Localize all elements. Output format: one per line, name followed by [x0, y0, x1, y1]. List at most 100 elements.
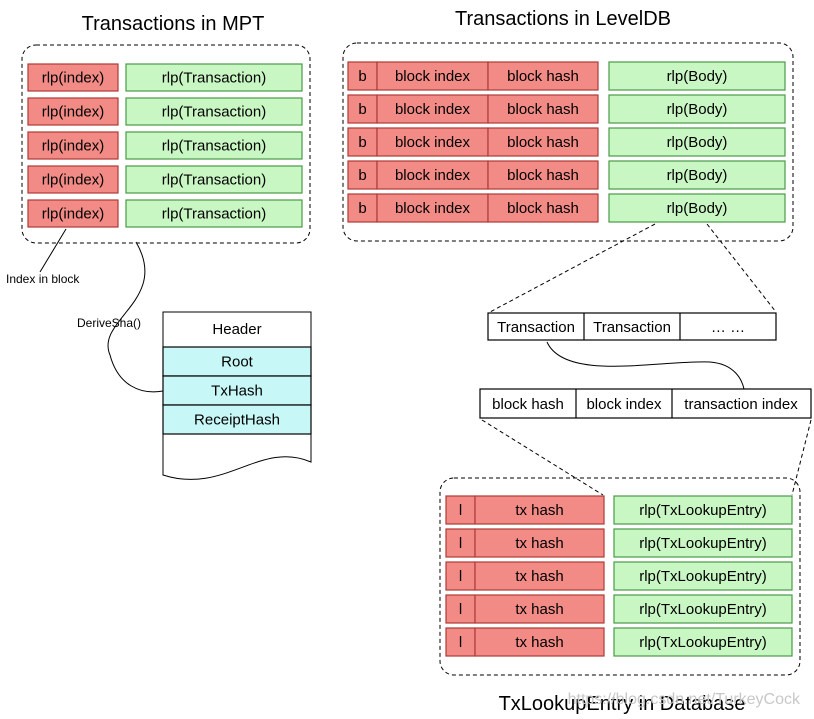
- lookup-prefix-cell-label: l: [459, 502, 462, 519]
- body-expand-right: [706, 223, 777, 313]
- leveldb-index-cell-box: [376, 127, 489, 157]
- lookup-group-border: [439, 477, 801, 676]
- lookup-hash-cell-label: tx hash: [515, 601, 563, 618]
- leveldb-rows: b block index block hash rlp(Body) b block in…: [347, 61, 786, 223]
- body-cell-transaction: Transaction: [593, 319, 671, 336]
- header-field-root-label: Root: [221, 354, 254, 371]
- leveldb-index-cell-box: [376, 94, 489, 124]
- mpt-value-cell-box: [125, 165, 303, 194]
- mpt-value-cell-label: rlp(Transaction): [162, 104, 266, 121]
- mpt-value-cell-label: rlp(Transaction): [162, 172, 266, 189]
- leveldb-index-cell-label: block index: [395, 167, 471, 184]
- lookup-value-cell-label: rlp(TxLookupEntry): [639, 535, 767, 552]
- lookup-hash-cell-label: tx hash: [515, 502, 563, 519]
- lookup-value-cell-box: [613, 594, 793, 624]
- leveldb-prefix-cell-label: b: [358, 68, 366, 85]
- mpt-key-cell-label: rlp(index): [42, 172, 105, 189]
- leveldb-hash-cell-box: [487, 127, 599, 157]
- mpt-value-cell-label: rlp(Transaction): [162, 206, 266, 223]
- leveldb-hash-cell-box: [487, 61, 599, 91]
- leveldb-value-cell-box: [608, 127, 786, 157]
- leveldb-hash-cell-label: block hash: [507, 200, 579, 217]
- lookup-value-cell-label: rlp(TxLookupEntry): [639, 568, 767, 585]
- lookup-hash-cell-label: tx hash: [515, 568, 563, 585]
- header-field-txhash-box: [162, 375, 312, 406]
- leveldb-title: Transactions in LevelDB: [455, 8, 671, 30]
- transaction-connector: [546, 341, 745, 390]
- lookup-value-cell-box: [613, 495, 793, 525]
- entry-cell-block-hash: block hash: [492, 396, 564, 413]
- entry-row: block hash block index transaction index: [479, 388, 812, 419]
- leveldb-hash-cell-box: [487, 94, 599, 124]
- leveldb-prefix-cell-box: [347, 127, 378, 157]
- leveldb-hash-cell-box: [487, 193, 599, 223]
- leveldb-prefix-cell-box: [347, 160, 378, 190]
- mpt-key-cell-label: rlp(index): [42, 206, 105, 223]
- lookup-hash-cell-box: [474, 528, 605, 558]
- lookup-prefix-cell-label: l: [459, 601, 462, 618]
- mpt-key-cell-box: [27, 63, 119, 92]
- leveldb-prefix-cell-label: b: [358, 101, 366, 118]
- mpt-key-cell-box: [27, 199, 119, 228]
- mpt-value-cell-box: [125, 63, 303, 92]
- entry-cell-transaction-index: transaction index: [684, 396, 798, 413]
- leveldb-value-cell-box: [608, 61, 786, 91]
- mpt-value-cell-box: [125, 97, 303, 126]
- lookup-hash-cell-label: tx hash: [515, 535, 563, 552]
- leveldb-index-cell-label: block index: [395, 101, 471, 118]
- index-note: Index in block: [6, 272, 80, 286]
- header-title: Header: [212, 321, 261, 338]
- lookup-value-cell-box: [613, 561, 793, 591]
- mpt-key-cell-box: [27, 165, 119, 194]
- leveldb-prefix-cell-label: b: [358, 167, 366, 184]
- leveldb-value-cell-box: [608, 193, 786, 223]
- leveldb-value-cell-label: rlp(Body): [667, 101, 728, 118]
- leveldb-index-cell-box: [376, 61, 489, 91]
- index-connector: [39, 228, 67, 273]
- watermark: https://blog.csdn.net/TurkeyCock: [568, 691, 801, 708]
- body-row-border: [487, 312, 777, 341]
- body-expand-left: [489, 223, 656, 313]
- lookup-value-cell-box: [613, 528, 793, 558]
- mpt-value-cell-label: rlp(Transaction): [162, 70, 266, 87]
- lookup-prefix-cell-label: l: [459, 634, 462, 651]
- lookup-prefix-cell-box: [445, 561, 476, 591]
- leveldb-value-cell-box: [608, 94, 786, 124]
- lookup-title: TxLookupEntry in Database: [499, 693, 746, 715]
- body-cell-transaction: Transaction: [497, 319, 575, 336]
- lookup-value-cell-label: rlp(TxLookupEntry): [639, 601, 767, 618]
- entry-row-border: [479, 388, 812, 419]
- mpt-value-cell-box: [125, 199, 303, 228]
- leveldb-index-cell-label: block index: [395, 200, 471, 217]
- leveldb-hash-cell-label: block hash: [507, 167, 579, 184]
- leveldb-hash-cell-label: block hash: [507, 101, 579, 118]
- lookup-prefix-cell-box: [445, 528, 476, 558]
- mpt-key-cell-label: rlp(index): [42, 138, 105, 155]
- body-row: Transaction Transaction … …: [487, 312, 777, 341]
- entry-cell-block-index: block index: [586, 396, 662, 413]
- derivesha-note: DeriveSha(): [77, 316, 141, 330]
- lookup-prefix-cell-box: [445, 495, 476, 525]
- leveldb-hash-cell-label: block hash: [507, 134, 579, 151]
- lookup-prefix-cell-box: [445, 594, 476, 624]
- lookup-value-cell-box: [613, 627, 793, 657]
- header-field-txhash-label: TxHash: [211, 383, 263, 400]
- mpt-rows: rlp(index) rlp(Transaction) rlp(index) rlp(…: [27, 63, 303, 228]
- leveldb-value-cell-label: rlp(Body): [667, 68, 728, 85]
- mpt-title: Transactions in MPT: [82, 13, 265, 35]
- mpt-value-cell-label: rlp(Transaction): [162, 138, 266, 155]
- mpt-key-cell-box: [27, 131, 119, 160]
- mpt-key-cell-box: [27, 97, 119, 126]
- lookup-hash-cell-label: tx hash: [515, 634, 563, 651]
- mpt-group-border: [21, 44, 311, 244]
- leveldb-prefix-cell-label: b: [358, 134, 366, 151]
- lookup-rows: l tx hash rlp(TxLookupEntry) l tx hash rlp(Tx…: [445, 495, 793, 657]
- leveldb-prefix-cell-box: [347, 61, 378, 91]
- leveldb-value-cell-box: [608, 160, 786, 190]
- lookup-prefix-cell-label: l: [459, 568, 462, 585]
- leveldb-index-cell-label: block index: [395, 134, 471, 151]
- leveldb-value-cell-label: rlp(Body): [667, 134, 728, 151]
- body-cell-ellipsis: … …: [711, 319, 745, 336]
